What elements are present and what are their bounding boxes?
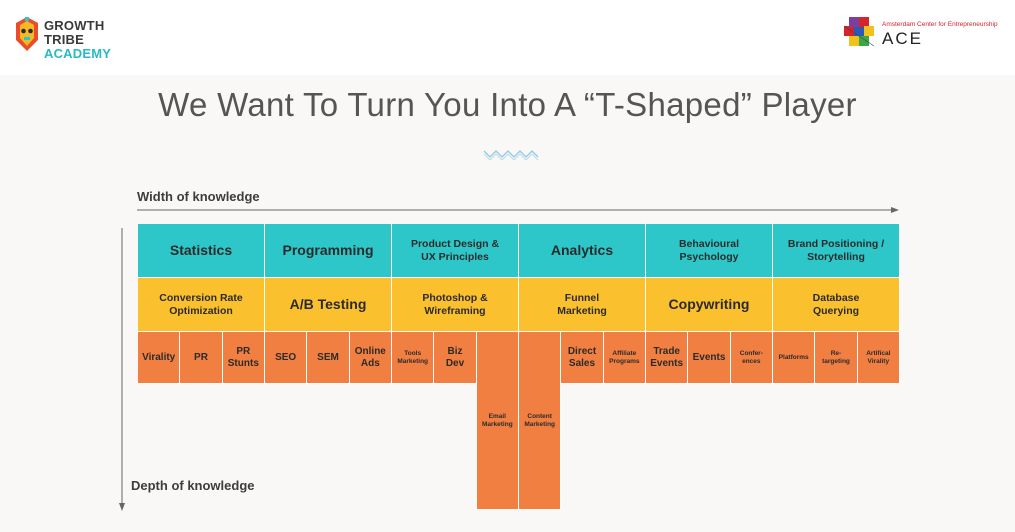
specialty-cell: Affiliate Programs (603, 332, 646, 384)
header-bar: GROWTH TRIBE ACADEMY Amsterdam Center fo… (0, 0, 1015, 75)
specialty-cell: Tools Marketing (392, 332, 435, 384)
ace-wordmark: ACE (882, 29, 923, 48)
skill-cell: Funnel Marketing (519, 278, 646, 332)
specialty-cell: Confer- ences (730, 332, 773, 384)
depth-axis-arrowhead (119, 503, 125, 511)
specialty-cell: Biz Dev (434, 332, 477, 384)
specialty-cell: Online Ads (349, 332, 392, 384)
skill-cell: Copywriting (646, 278, 773, 332)
width-axis-arrowhead (891, 207, 899, 213)
tribe-word: TRIBE (44, 32, 84, 47)
growth-tribe-wordmark-line1: GROWTH (44, 18, 105, 33)
growth-tribe-logo: GROWTH TRIBE ACADEMY (14, 16, 154, 61)
specialty-cell: PR (180, 332, 223, 384)
ace-tagline: Amsterdam Center for Entrepreneurship (882, 21, 998, 28)
deep-specialty-cell: Email Marketing (476, 332, 519, 510)
zigzag-divider-icon (483, 150, 539, 160)
academy-word: ACADEMY (44, 46, 112, 61)
discipline-cell: Analytics (519, 224, 646, 278)
specialty-cell: Events (688, 332, 731, 384)
specialty-cell: PR Stunts (222, 332, 265, 384)
specialty-cell: Virality (138, 332, 181, 384)
discipline-cell: Brand Positioning / Storytelling (773, 224, 900, 278)
ace-cubes-icon (843, 17, 875, 47)
specialty-cell: SEM (307, 332, 350, 384)
width-of-knowledge-label: Width of knowledge (137, 189, 260, 204)
specialty-cell: Platforms (773, 332, 816, 384)
depth-of-knowledge-label: Depth of knowledge (131, 478, 255, 493)
discipline-cell: Behavioural Psychology (646, 224, 773, 278)
discipline-cell: Product Design & UX Principles (392, 224, 519, 278)
specialty-cell: SEO (265, 332, 308, 384)
skill-cell: A/B Testing (265, 278, 392, 332)
deep-specialty-cell: Content Marketing (519, 332, 562, 510)
skill-cell: Database Querying (773, 278, 900, 332)
discipline-cell: Programming (265, 224, 392, 278)
page-title: We Want To Turn You Into A “T-Shaped” Pl… (158, 86, 857, 123)
specialty-cell: Artifical Virality (857, 332, 900, 384)
skill-cell: Photoshop & Wireframing (392, 278, 519, 332)
ace-logo: Amsterdam Center for Entrepreneurship AC… (842, 14, 1012, 54)
specialty-cell: Trade Events (646, 332, 689, 384)
growth-tribe-mask-icon (16, 17, 38, 51)
skill-cell: Conversion Rate Optimization (138, 278, 265, 332)
specialty-cell: Direct Sales (561, 332, 604, 384)
growth-tribe-wordmark-line2: TRIBE ACADEMY (44, 33, 154, 61)
specialty-cell: Re- targeting (815, 332, 858, 384)
discipline-cell: Statistics (138, 224, 265, 278)
